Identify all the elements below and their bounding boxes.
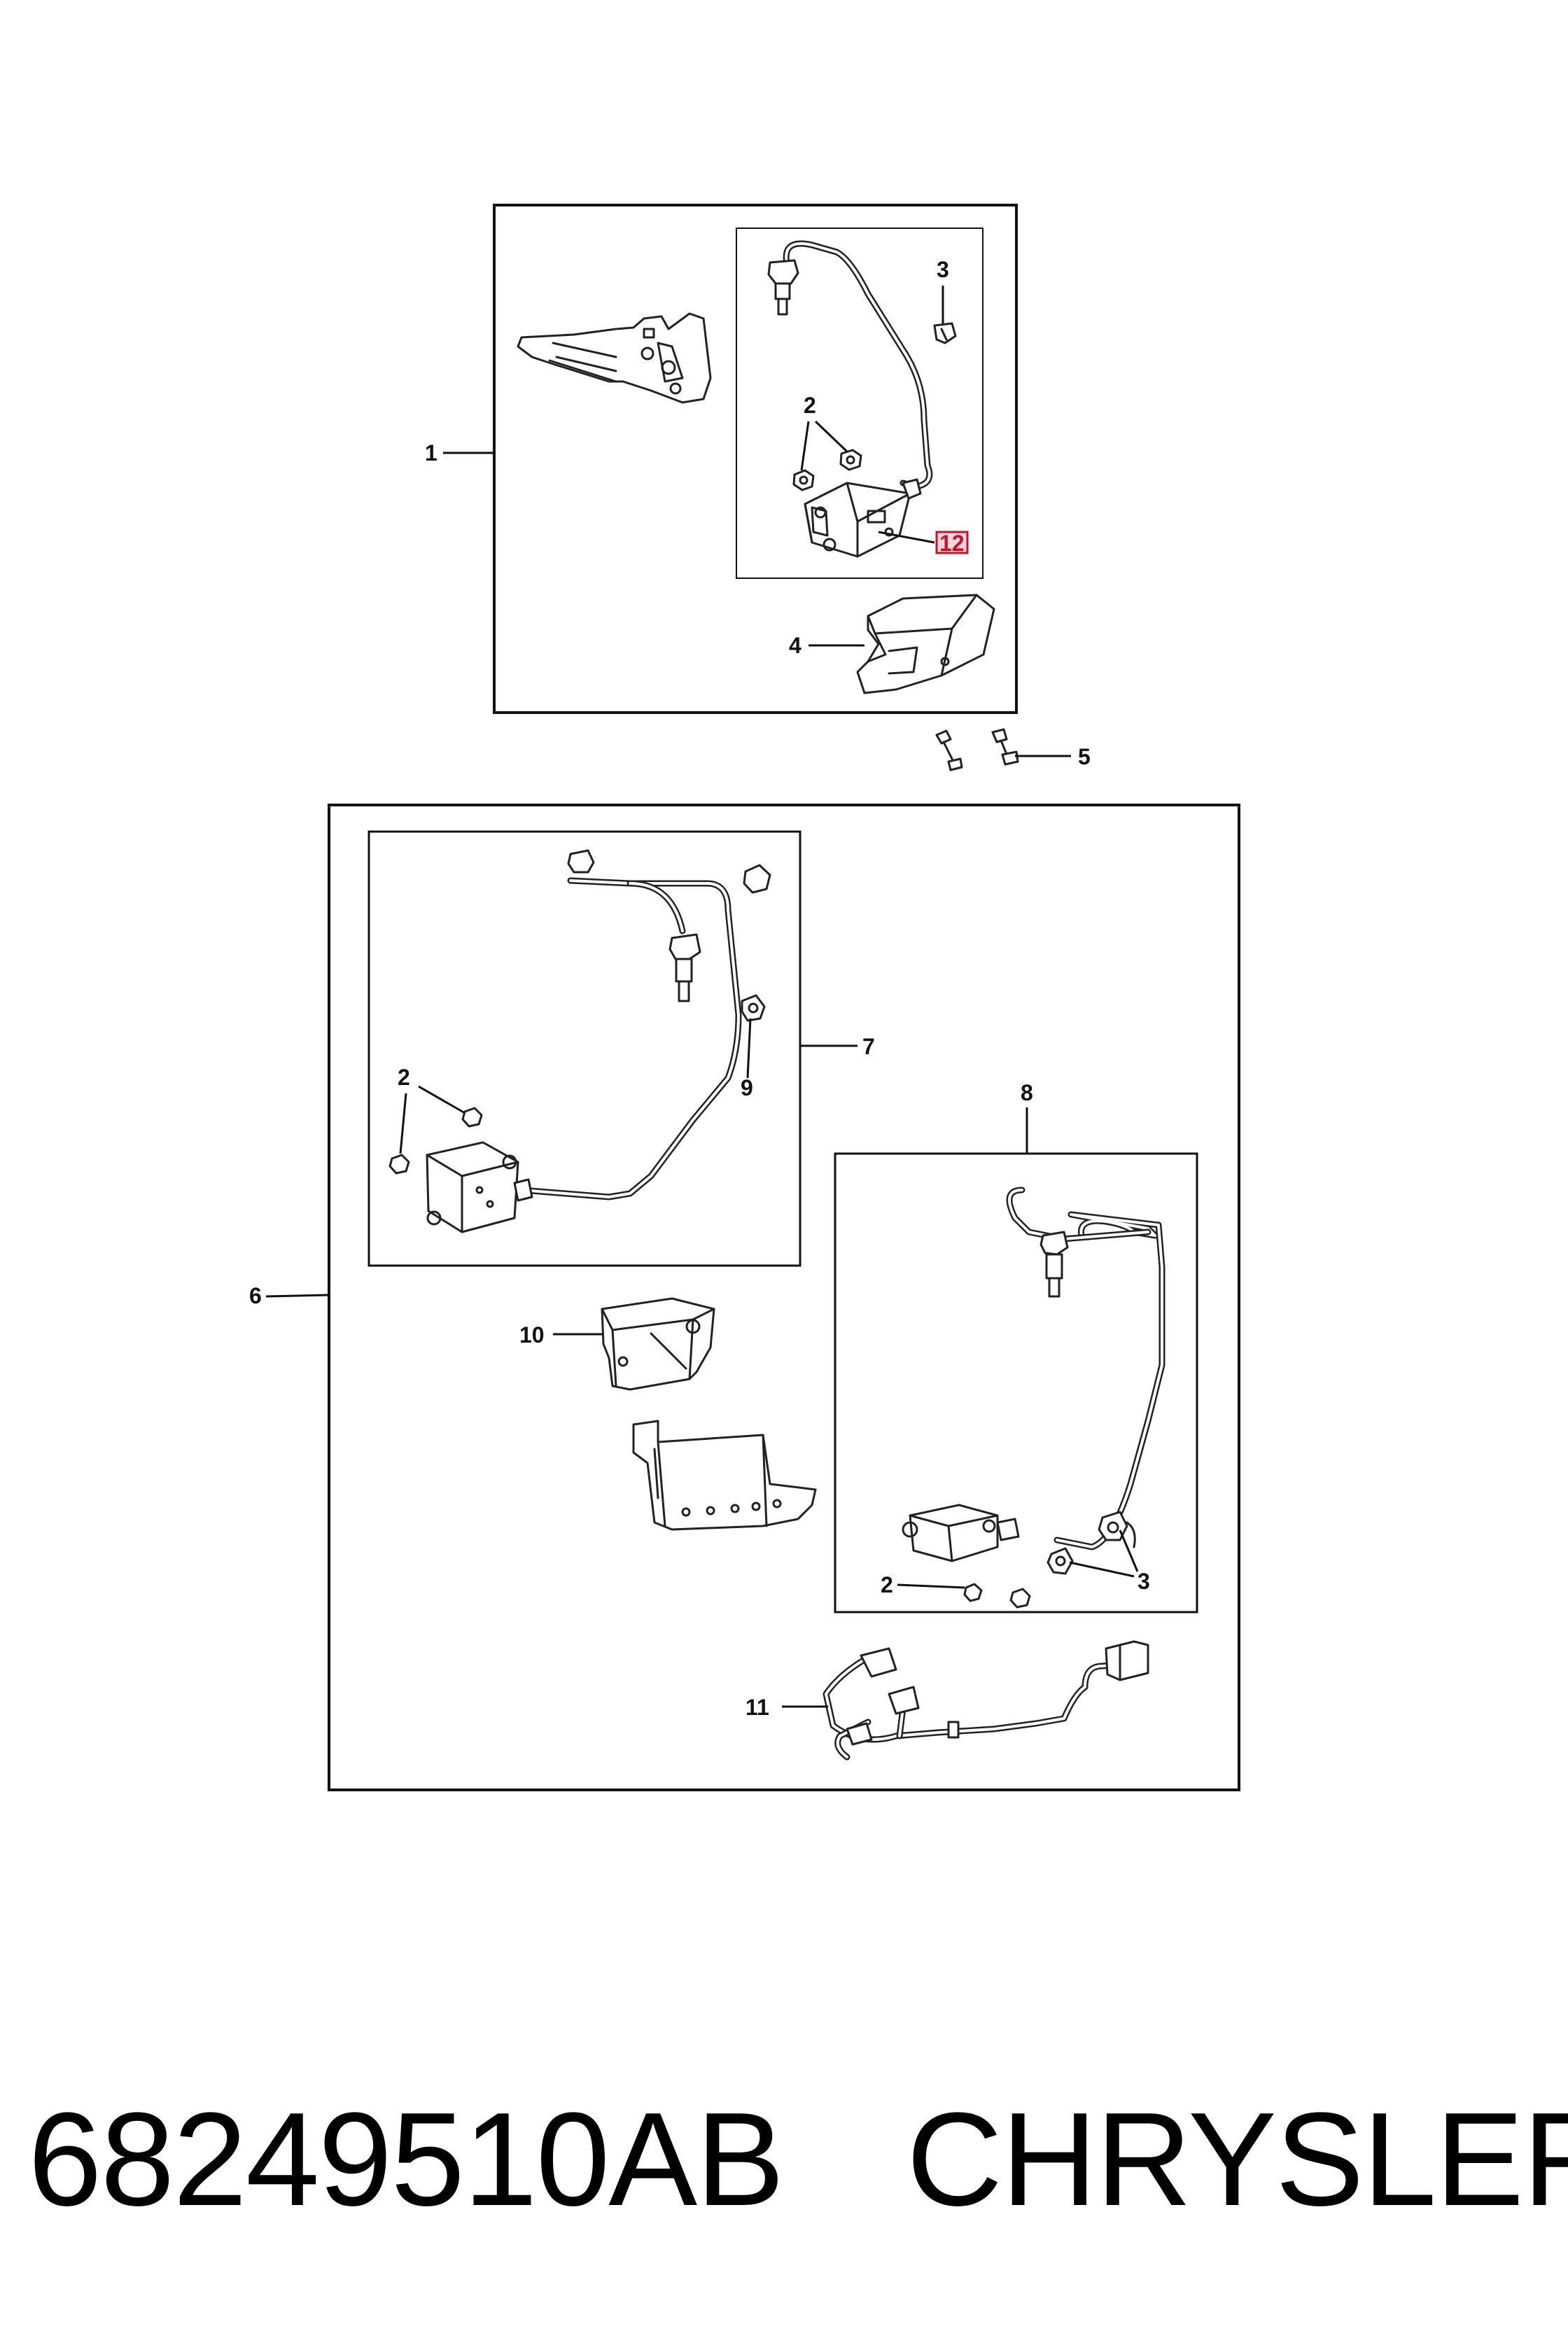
- leader-9: [746, 1018, 752, 1079]
- sensor-kit-inner-frame: [736, 227, 983, 579]
- callout-10: 10: [519, 1322, 545, 1348]
- callout-6: 6: [249, 1283, 262, 1308]
- callout-7: 7: [862, 1034, 875, 1059]
- mounting-bracket-top: [517, 312, 712, 404]
- nox-sensor-harness-top: [767, 240, 933, 490]
- leader-2-left-a: [399, 1093, 407, 1154]
- leader-2-left-b: [418, 1085, 465, 1114]
- assembly-6-frame: [328, 804, 1240, 1791]
- bolts: [935, 728, 1019, 771]
- leader-6: [265, 1294, 330, 1298]
- callout-12: 12: [939, 531, 965, 556]
- callout-12-highlight: [935, 531, 969, 554]
- leader-3-right-b: [1119, 1530, 1139, 1572]
- leader-12: [878, 531, 935, 544]
- assembly-1-frame: [493, 204, 1018, 714]
- callout-4: 4: [789, 633, 802, 658]
- callout-8: 8: [1021, 1080, 1033, 1105]
- clip-top: [933, 322, 957, 344]
- leader-2-right: [897, 1583, 965, 1589]
- nox-sensor-module-top: [804, 478, 922, 558]
- leader-2-top-a: [800, 421, 810, 471]
- leader-2-top-b: [814, 420, 848, 453]
- callout-11: 11: [746, 1695, 769, 1720]
- callout-2-left: 2: [398, 1065, 410, 1090]
- sensor-kit-8-frame: [834, 1152, 1198, 1614]
- callout-2-top: 2: [804, 393, 816, 418]
- wiring-harness-11: [822, 1640, 1149, 1760]
- callout-3-right: 3: [1138, 1569, 1150, 1594]
- callout-9: 9: [741, 1075, 753, 1100]
- nox-sensor-module-8: [902, 1504, 1031, 1609]
- callout-5: 5: [1078, 744, 1091, 769]
- sensor-kit-7-frame: [368, 830, 802, 1267]
- heat-shield-cover: [856, 594, 995, 694]
- callout-1: 1: [425, 440, 438, 465]
- mounting-bracket-lower: [632, 1420, 817, 1531]
- part-number: 68249510AB: [28, 2085, 785, 2234]
- callout-2-right: 2: [881, 1572, 893, 1597]
- leader-3-right-a: [1069, 1561, 1135, 1578]
- nox-sensor-harness-8: [1006, 1186, 1166, 1575]
- nuts-top: [792, 449, 862, 491]
- callout-3-top: 3: [937, 257, 949, 282]
- nox-sensor-harness-7: [518, 849, 771, 1200]
- mounting-bracket-10: [601, 1297, 715, 1391]
- nox-sensor-module-7: [388, 1107, 533, 1233]
- brand-name: CHRYSLER: [906, 2085, 1568, 2234]
